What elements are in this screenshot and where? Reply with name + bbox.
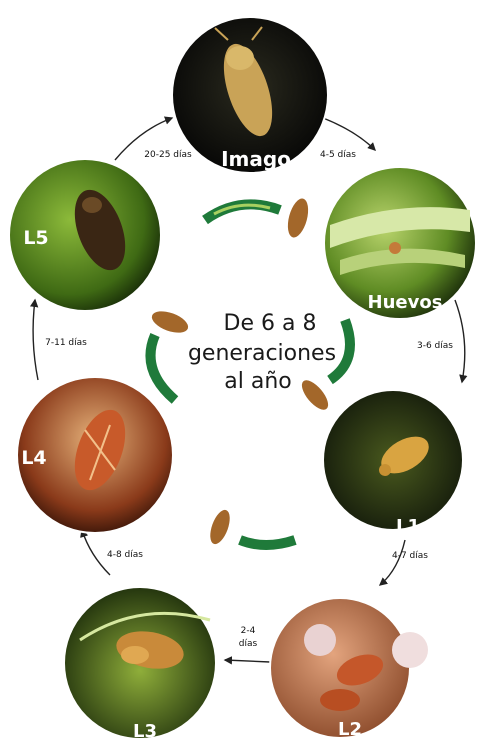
center-line-1: De 6 a 8 xyxy=(224,311,317,336)
stage-l4: L4 xyxy=(17,377,173,533)
stage-label-l3: L3 xyxy=(133,721,157,742)
duration-l2-l3-line1: 2-4 xyxy=(241,626,256,636)
duration-huevos-l1: 3-6 días xyxy=(417,341,453,351)
connector-l4-l5 xyxy=(33,300,38,380)
ribbon-arrow-left xyxy=(149,307,191,400)
duration-l3-l4: 4-8 días xyxy=(107,550,143,560)
ribbon-arrow-top xyxy=(205,196,312,239)
stage-imago: Imago xyxy=(172,17,328,173)
duration-imago-huevos: 4-5 días xyxy=(320,150,356,160)
stage-label-l1: L1 xyxy=(396,516,420,537)
stage-huevos: Huevos xyxy=(324,167,476,319)
stage-label-imago: Imago xyxy=(221,147,291,171)
stage-l1: L1 xyxy=(323,390,463,537)
stage-label-huevos: Huevos xyxy=(368,292,443,313)
connector-huevos-l1 xyxy=(455,300,465,382)
stage-label-l2: L2 xyxy=(338,719,362,740)
ribbon-arrow-bottom xyxy=(206,507,295,546)
connector-l2-l3 xyxy=(225,660,270,662)
duration-l4-l5: 7-11 días xyxy=(45,338,87,348)
center-line-3: al año xyxy=(224,369,291,394)
stage-label-l4: L4 xyxy=(21,447,46,469)
duration-l2-l3-line2: días xyxy=(239,639,258,649)
duration-l1-l2: 4-7 días xyxy=(392,551,428,561)
duration-l5-imago: 20-25 días xyxy=(144,150,192,160)
stage-l5: L5 xyxy=(9,159,161,311)
connector-l3-l4 xyxy=(82,530,110,575)
center-line-2: generaciones xyxy=(188,341,336,366)
stage-label-l5: L5 xyxy=(23,227,48,249)
stage-l2: L2 xyxy=(270,598,428,740)
connector-l1-l2 xyxy=(380,540,405,585)
stage-l3: L3 xyxy=(64,587,216,742)
